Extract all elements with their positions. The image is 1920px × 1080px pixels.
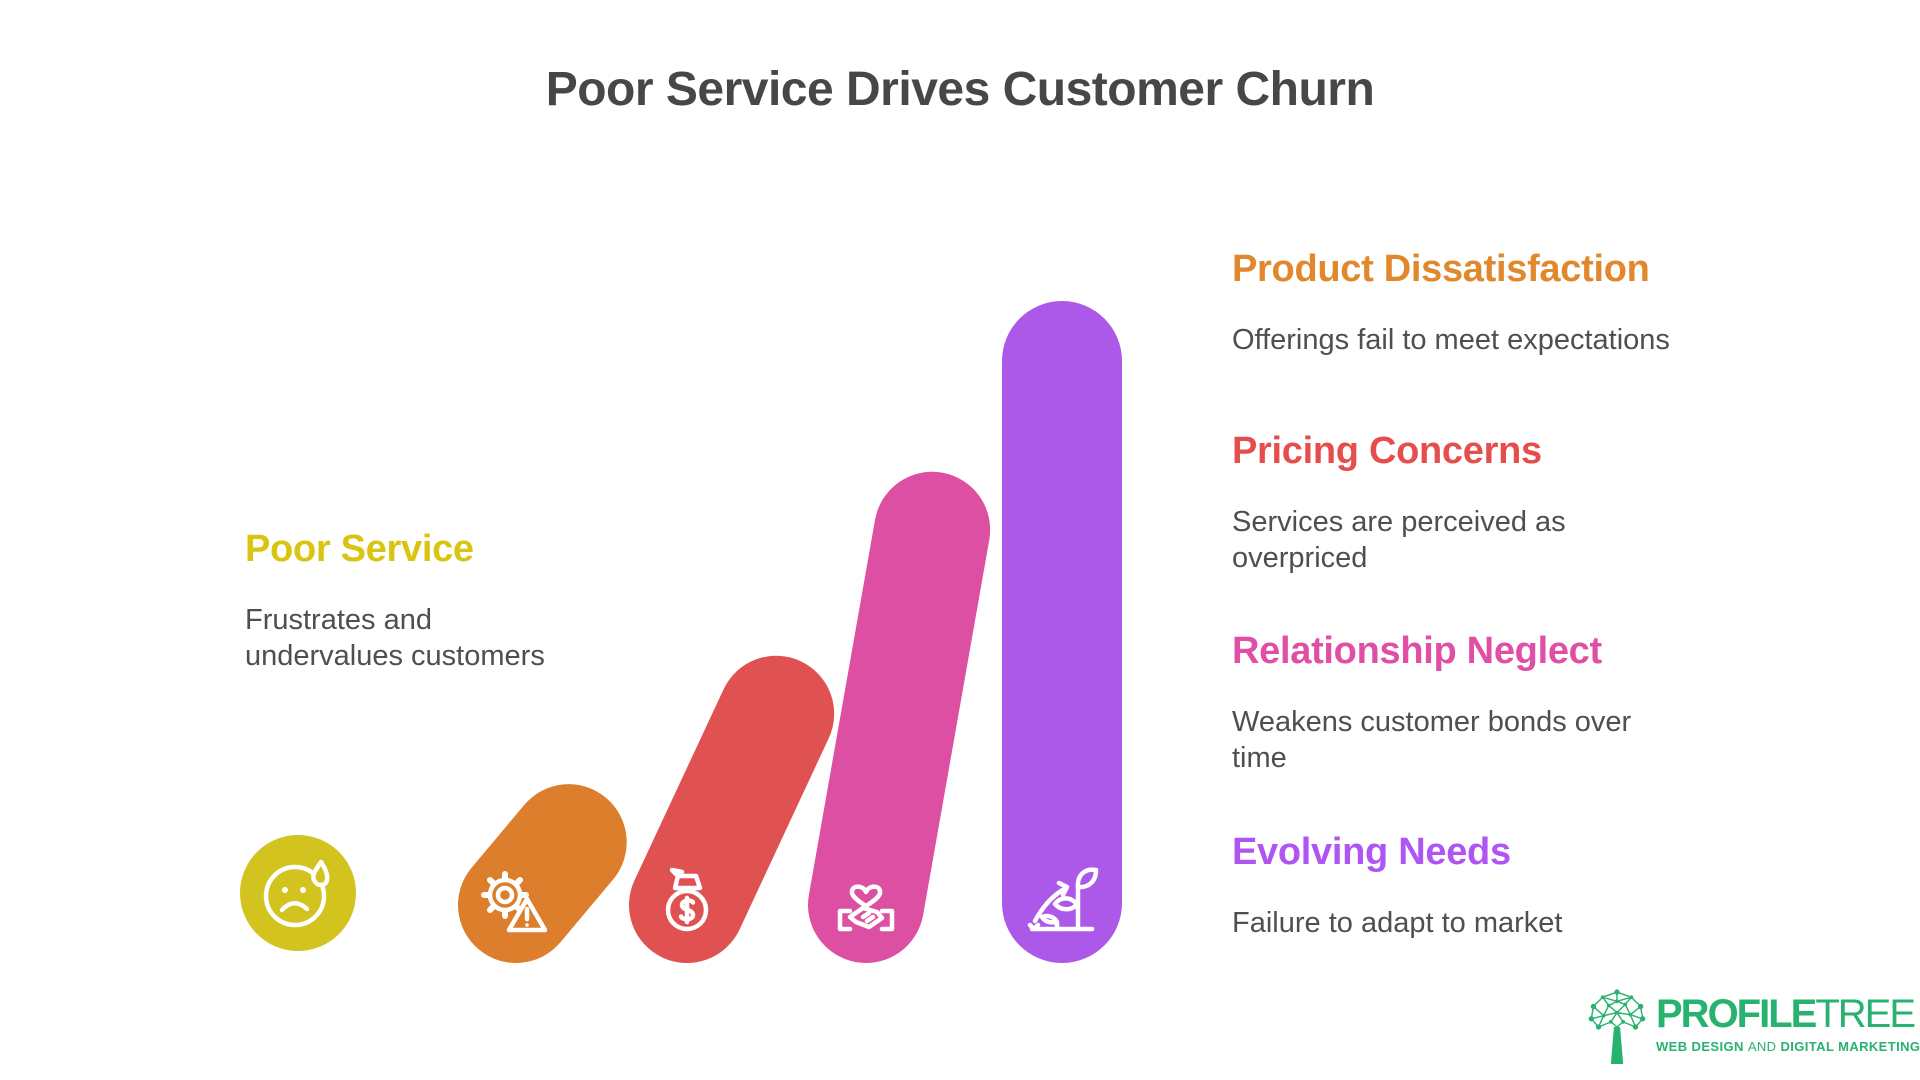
handshake-heart-icon (826, 865, 906, 945)
callout-heading: Poor Service (245, 528, 474, 570)
callout-product-dissatisfaction: Product Dissatisfaction Offerings fail t… (1232, 248, 1702, 358)
brand-tagline: WEB DESIGN AND DIGITAL MARKETING (1656, 1039, 1920, 1054)
callout-heading: Relationship Neglect (1232, 630, 1602, 672)
callout-body: Failure to adapt to market (1232, 906, 1563, 939)
callout-relationship-neglect: Relationship Neglect Weakens customer bo… (1232, 630, 1702, 777)
callout-pricing-concerns: Pricing Concerns Services are perceived … (1232, 430, 1702, 577)
growth-plant-icon (1022, 863, 1102, 943)
callout-body: Offerings fail to meet expectations (1232, 323, 1670, 356)
callout-poor-service: Poor Service Frustrates and undervalues … (245, 528, 575, 675)
profiletree-logo-icon (1588, 989, 1646, 1064)
brand-name: PROFILETREE (1656, 994, 1920, 1034)
callout-evolving-needs: Evolving Needs Failure to adapt to marke… (1232, 831, 1702, 941)
money-bag-icon (647, 865, 727, 945)
brand-footer: PROFILETREE WEB DESIGN AND DIGITAL MARKE… (1586, 988, 1920, 1066)
brand-name-profile: PROFILE (1656, 992, 1817, 1036)
gear-warning-icon (476, 865, 556, 945)
callout-body: Frustrates and undervalues customers (245, 603, 545, 673)
callout-heading: Evolving Needs (1232, 831, 1511, 873)
callout-body: Weakens customer bonds over time (1232, 705, 1632, 775)
callout-heading: Product Dissatisfaction (1232, 248, 1650, 290)
callout-heading: Pricing Concerns (1232, 430, 1542, 472)
brand-text: PROFILETREE WEB DESIGN AND DIGITAL MARKE… (1656, 988, 1920, 1054)
callout-body: Services are perceived as overpriced (1232, 505, 1566, 575)
page-title: Poor Service Drives Customer Churn (545, 63, 1375, 116)
frustrated-face-icon (258, 853, 338, 933)
bar-poor-service (240, 835, 356, 951)
brand-name-tree: TREE (1815, 992, 1916, 1036)
bar-evolving-needs (1002, 301, 1122, 963)
